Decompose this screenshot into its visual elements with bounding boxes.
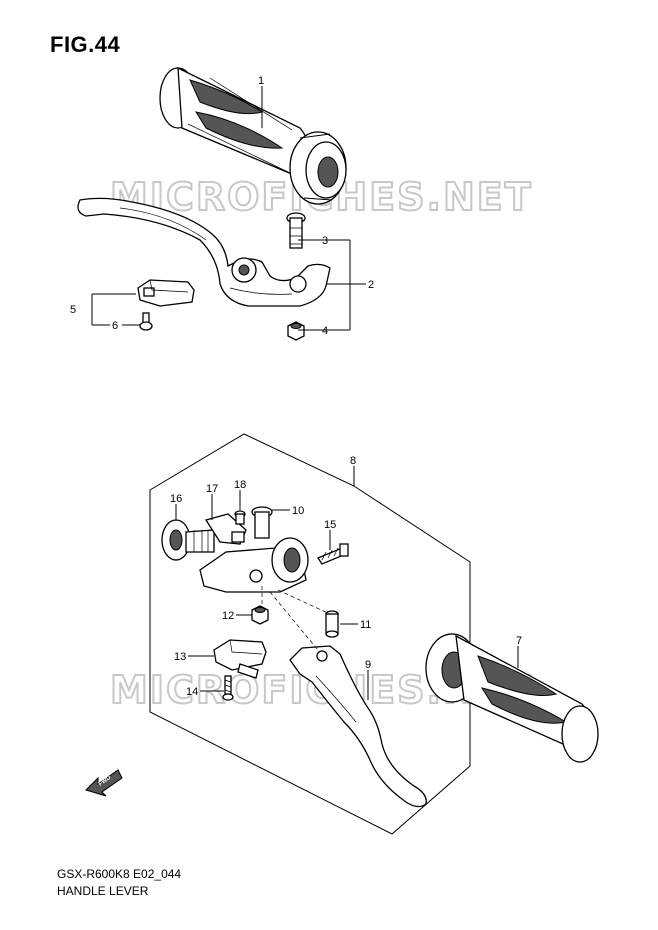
leader-2: [306, 239, 350, 331]
callout-15: 15: [324, 519, 336, 531]
assembly-outline-8: [149, 433, 471, 835]
nut-part[interactable]: [287, 321, 305, 341]
callout-12: 12: [222, 610, 234, 622]
bracket-screw-part[interactable]: [234, 510, 246, 525]
figure-title: FIG.44: [50, 32, 121, 57]
lever-bolt-part[interactable]: [251, 506, 273, 539]
callout-10: 10: [292, 505, 304, 517]
callout-16: 16: [170, 493, 182, 505]
clutch-switch-part[interactable]: [213, 639, 267, 679]
callout-18: 18: [234, 479, 246, 491]
callout-4: 4: [322, 325, 328, 337]
callout-9: 9: [365, 659, 371, 671]
bracket-5: [91, 293, 136, 326]
front-brake-lever-part[interactable]: [77, 197, 331, 307]
switch-screw-part[interactable]: [139, 312, 153, 331]
clutch-lever-part[interactable]: [289, 645, 427, 808]
holder-bolt-part[interactable]: [317, 543, 349, 565]
figure-name: HANDLE LEVER: [57, 884, 149, 898]
callout-2: 2: [368, 279, 374, 291]
pivot-bolt-part[interactable]: [286, 212, 306, 249]
assembly-guide-lines: [261, 586, 331, 651]
forward-arrow-icon: FWD: [85, 769, 123, 797]
lever-nut-part[interactable]: [251, 605, 269, 625]
clutch-switch-screw-part[interactable]: [222, 675, 234, 701]
callout-11: 11: [360, 619, 371, 631]
callout-7: 7: [516, 635, 522, 647]
left-grip-part[interactable]: [425, 633, 599, 763]
front-brake-switch-part[interactable]: [137, 279, 195, 307]
callout-17: 17: [206, 483, 218, 495]
lever-collar-part[interactable]: [325, 610, 339, 638]
callout-3: 3: [322, 235, 328, 247]
figure-code: GSX-R600K8 E02_044: [57, 867, 182, 881]
clutch-lever-holder-part[interactable]: [199, 537, 309, 593]
callout-5: 5: [70, 304, 76, 316]
callout-1: 1: [258, 75, 264, 87]
adjuster-knob-part[interactable]: [161, 519, 215, 561]
callout-8: 8: [350, 455, 356, 467]
callout-14: 14: [186, 686, 198, 698]
callout-6: 6: [112, 320, 118, 332]
callout-13: 13: [174, 651, 186, 663]
